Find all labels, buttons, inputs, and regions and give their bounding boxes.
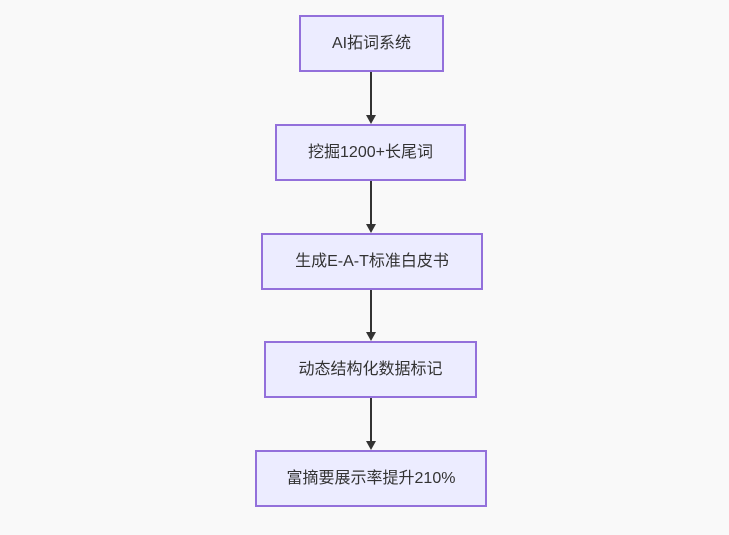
flow-edge-4	[365, 398, 377, 450]
flow-node-ai-keyword-system: AI拓词系统	[299, 15, 444, 72]
flow-node-label: AI拓词系统	[331, 34, 412, 52]
flow-node-label: 动态结构化数据标记	[298, 360, 443, 378]
arrow-line	[370, 290, 372, 334]
flow-node-structured-data-markup: 动态结构化数据标记	[264, 341, 477, 398]
arrow-head-icon	[366, 441, 376, 450]
flow-node-label: 挖掘1200+长尾词	[308, 143, 433, 161]
flow-node-longtail-mining: 挖掘1200+长尾词	[275, 124, 466, 181]
arrow-head-icon	[366, 224, 376, 233]
arrow-head-icon	[366, 332, 376, 341]
arrow-line	[370, 72, 372, 117]
arrow-head-icon	[366, 115, 376, 124]
flow-edge-2	[365, 181, 377, 233]
flow-node-rich-snippet-result: 富摘要展示率提升210%	[255, 450, 487, 507]
flow-node-label: 生成E-A-T标准白皮书	[295, 252, 449, 270]
flow-edge-3	[365, 290, 377, 341]
flow-node-eat-whitepaper: 生成E-A-T标准白皮书	[261, 233, 483, 290]
flow-node-label: 富摘要展示率提升210%	[286, 469, 456, 487]
arrow-line	[370, 398, 372, 443]
arrow-line	[370, 181, 372, 226]
flow-edge-1	[365, 72, 377, 124]
